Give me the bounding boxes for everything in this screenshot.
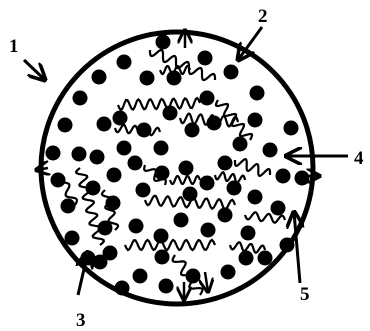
particle-dot [89, 149, 105, 165]
polymer-chain [116, 96, 202, 112]
particle-dot [206, 115, 222, 131]
label-3: 3 [76, 310, 86, 331]
particle-dot [185, 268, 201, 284]
particle-dot [116, 140, 132, 156]
particle-dot [199, 90, 215, 106]
particle-dot [64, 230, 80, 246]
particle-dot [60, 198, 76, 214]
label-1: 1 [9, 36, 19, 57]
particle-dot [57, 117, 73, 133]
label-4: 4 [354, 148, 364, 169]
polymer-chains [56, 48, 287, 296]
arrowhead-icon [36, 168, 48, 170]
particle-dot [112, 110, 128, 126]
particle-dot [197, 50, 213, 66]
particle-dot [114, 280, 130, 296]
polymer-chain [213, 171, 247, 184]
particle-dot [127, 155, 143, 171]
leader-1-arrow-icon [22, 58, 45, 80]
particle-dot [135, 182, 151, 198]
label-leaders [22, 26, 348, 296]
leader-5-arrow-icon [294, 212, 300, 284]
particle-dot [116, 54, 132, 70]
particle-dot [153, 140, 169, 156]
polymer-chain [100, 189, 120, 231]
particle-dot [294, 170, 310, 186]
particle-dot [71, 146, 87, 162]
particle-dot [238, 250, 254, 266]
particle-dot [96, 116, 112, 132]
particle-dot [158, 278, 174, 294]
leader-2-arrow-icon [238, 26, 264, 60]
particle-dot [275, 168, 291, 184]
particle-dot [92, 254, 108, 270]
particle-dot [249, 85, 265, 101]
particle-dot [45, 145, 61, 161]
particle-dot [232, 136, 248, 152]
polymer-chain [158, 64, 192, 76]
particle-dot [200, 222, 216, 238]
particle-dot [72, 90, 88, 106]
particle-dot [162, 105, 178, 121]
particle-dot [102, 245, 118, 261]
particle-dot [247, 112, 263, 128]
polymer-chain [148, 48, 217, 82]
particle-dot [132, 268, 148, 284]
polymer-chain [74, 167, 106, 246]
particle-dot [139, 70, 155, 86]
particle-dot [270, 200, 286, 216]
particle-dot [173, 212, 189, 228]
particle-dot [182, 186, 198, 202]
particle-dot [279, 237, 295, 253]
particle-dot [106, 167, 122, 183]
particle-dot [85, 180, 101, 196]
particle-dot [178, 160, 194, 176]
label-2: 2 [258, 6, 268, 27]
particle-dot [166, 70, 182, 86]
particle-dots [45, 34, 310, 296]
polymer-chain [228, 241, 267, 254]
polymer-chain [143, 194, 237, 211]
particle-dot [257, 250, 273, 266]
particle-dot [220, 264, 236, 280]
particle-dot [91, 69, 107, 85]
particle-dot [262, 142, 278, 158]
polymer-chain [168, 174, 202, 186]
polymer-chain [233, 157, 272, 178]
polymer-chain [243, 211, 287, 224]
label-5: 5 [300, 284, 310, 305]
particle-dot [217, 155, 233, 171]
particle-dot [283, 120, 299, 136]
particle-dot [217, 207, 233, 223]
leader-3-arrow-icon [78, 252, 88, 296]
particle-dot [50, 172, 66, 188]
particle-dot [153, 228, 169, 244]
particle-dot [97, 220, 113, 236]
particle-dot [226, 180, 242, 196]
particle-dot [247, 189, 263, 205]
polymer-chain [123, 238, 217, 252]
particle-dot [154, 249, 170, 265]
particle-dot [105, 195, 121, 211]
particle-dot [128, 218, 144, 234]
outward-arrows [36, 30, 320, 300]
arrowhead-icon [205, 271, 208, 292]
particle-dot [240, 225, 256, 241]
particle-dot [184, 122, 200, 138]
particle-dot [223, 64, 239, 80]
particle-dot [155, 34, 171, 50]
particle-dot [136, 122, 152, 138]
particle-dot [154, 165, 170, 181]
particle-dot [199, 175, 215, 191]
